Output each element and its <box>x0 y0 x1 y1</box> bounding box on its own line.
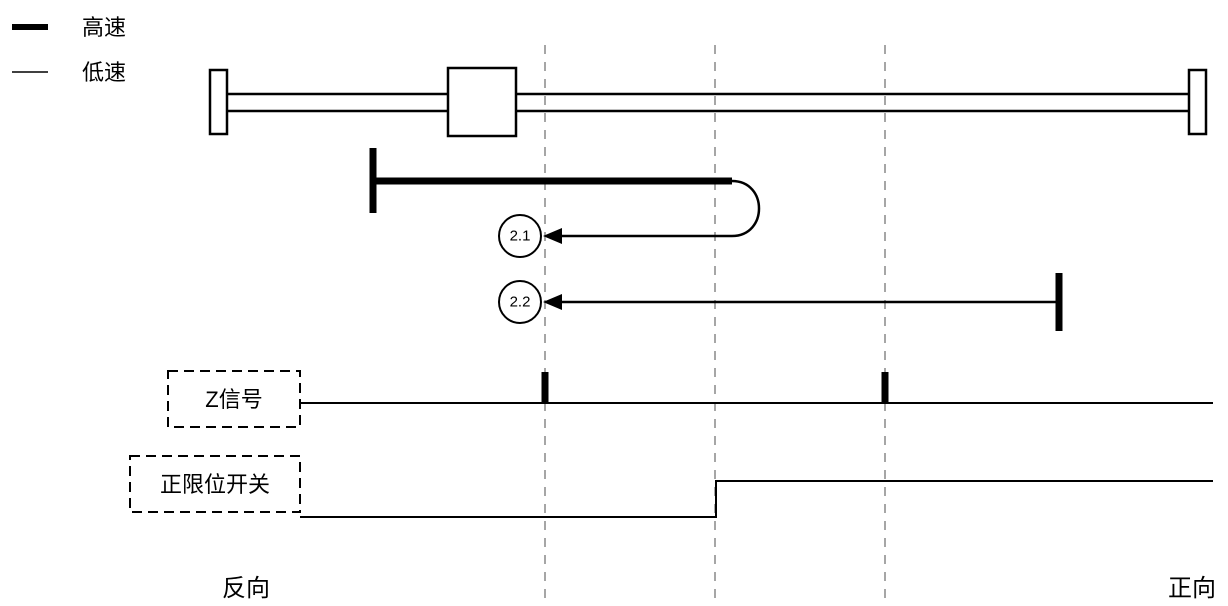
rail-left-end-cap <box>208 68 229 136</box>
positive-limit-step-signal <box>300 480 1213 518</box>
motion-trace-2-2: 2.2 <box>498 273 1063 331</box>
positive-limit-label-box <box>129 455 301 513</box>
rail-right-end-cap <box>1187 68 1208 136</box>
reverse-direction-label: 反向 <box>222 575 270 602</box>
step-2-2-label: 2.2 <box>510 294 531 311</box>
step-2-1-marker-circle <box>498 214 542 258</box>
z-signal-track: Z信号 <box>167 370 1213 428</box>
linear-axis <box>208 66 1208 138</box>
positive-limit-label: 正限位开关 <box>160 472 270 497</box>
motion-trace-2-1: 2.1 <box>369 148 761 258</box>
step-2-2-marker-circle <box>498 280 542 324</box>
trace-2-1-uturn-curve <box>731 179 761 238</box>
trace-2-1-arrowhead <box>543 228 562 244</box>
step-2-1-label: 2.1 <box>510 228 531 245</box>
legend-low-speed-label: 低速 <box>82 60 126 85</box>
z-signal-label: Z信号 <box>205 387 262 412</box>
forward-direction-label: 正向 <box>1168 575 1216 602</box>
carriage-block <box>446 66 518 138</box>
legend: 高速 低速 <box>12 15 126 85</box>
z-signal-label-box <box>167 370 301 428</box>
direction-labels: 反向 正向 <box>222 575 1216 602</box>
legend-high-speed-label: 高速 <box>82 15 126 40</box>
dashed-guide-lines <box>544 45 886 606</box>
positive-limit-track: 正限位开关 <box>129 455 1213 518</box>
trace-2-2-arrowhead <box>543 294 562 310</box>
